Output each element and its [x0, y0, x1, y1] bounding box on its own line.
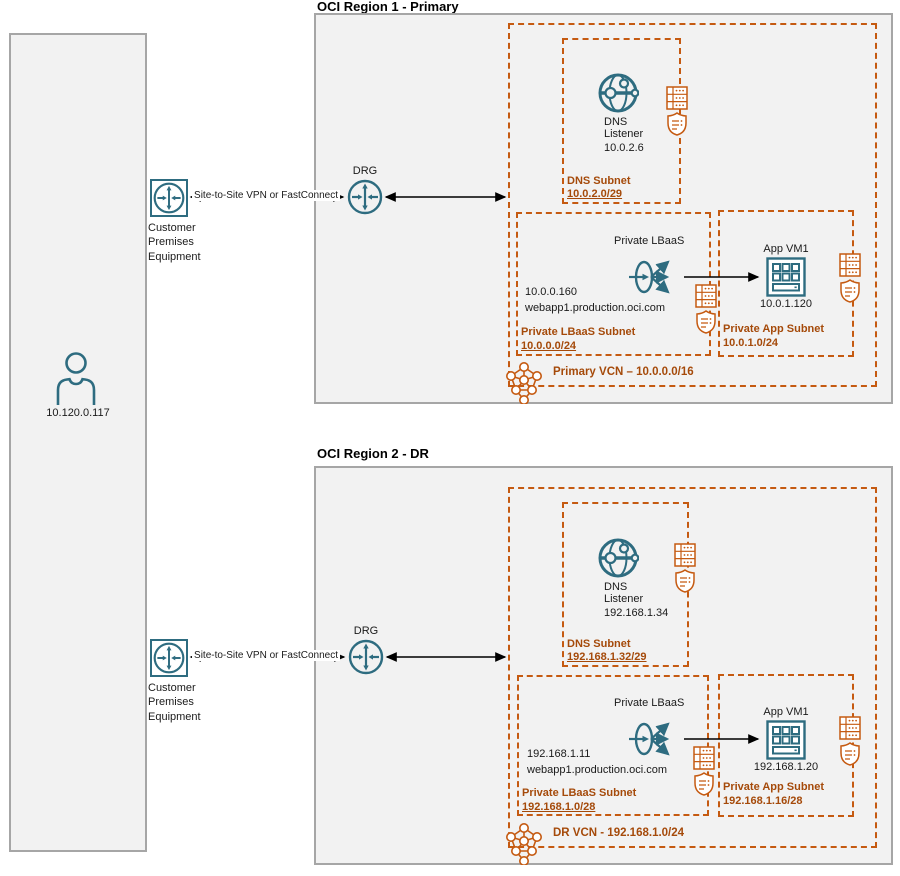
security-list-icon	[694, 772, 714, 796]
dns-listener-label-line2: Listener	[604, 593, 644, 605]
vcn-icon	[503, 362, 545, 404]
security-list-icon	[840, 279, 860, 303]
region1-vm-ip: 10.0.1.120	[760, 298, 812, 310]
route-table-icon	[695, 284, 717, 308]
region2-vcn-label: DR VCN - 192.168.1.0/24	[553, 827, 685, 839]
on-premises-network-box: 10.120.0.117	[9, 33, 147, 852]
security-list-icon	[840, 742, 860, 766]
dns-listener-ip: 10.0.2.6	[604, 142, 644, 154]
region2-app-subnet-name: Private App Subnet	[723, 781, 825, 793]
dns-listener-icon	[597, 537, 639, 579]
region2-dns-subnet-cidr: 192.168.1.32/29	[567, 651, 647, 663]
region1-dns-subnet-name: DNS Subnet	[567, 175, 631, 187]
drg-icon	[346, 178, 384, 216]
region1-box	[314, 13, 893, 404]
region1-lb-subnet-cidr: 10.0.0.0/24	[521, 340, 577, 352]
region2-lb-ip: 192.168.1.11	[527, 748, 591, 760]
region2-lb-subnet-name: Private LBaaS Subnet	[522, 787, 637, 799]
region1-lb-ip: 10.0.0.160	[525, 286, 577, 298]
drg-label: DRG	[352, 165, 378, 177]
region1-app-subnet-cidr: 10.0.1.0/24	[723, 337, 779, 349]
region2-lb-subnet-border	[517, 675, 709, 816]
dns-listener-label-line1: DNS	[604, 116, 628, 128]
region2-lb-fqdn: webapp1.production.oci.com	[527, 764, 668, 776]
region1-app-subnet-name: Private App Subnet	[723, 323, 825, 335]
region1-title: OCI Region 1 - Primary	[317, 0, 459, 14]
region2-app-subnet-cidr: 192.168.1.16/28	[723, 795, 803, 807]
drg-label: DRG	[353, 625, 379, 637]
route-table-icon	[839, 253, 861, 277]
cpe-label: Customer Premises Equipment	[148, 682, 201, 723]
user-icon	[50, 350, 102, 406]
security-list-icon	[696, 310, 716, 334]
route-table-icon	[674, 543, 696, 567]
drg-icon	[347, 638, 385, 676]
region2-lb-subnet-cidr: 192.168.1.0/28	[522, 801, 596, 813]
security-list-icon	[667, 112, 687, 136]
dns-listener-label-line2: Listener	[604, 128, 644, 140]
region1-lb-subnet-name: Private LBaaS Subnet	[521, 326, 636, 338]
region1-vcn-label: Primary VCN – 10.0.0.0/16	[553, 366, 694, 378]
cpe-icon	[150, 179, 188, 217]
region2-vcn-border	[508, 487, 877, 848]
vpn-link-label: Site-to-Site VPN or FastConnect	[192, 650, 340, 661]
region2-dns-subnet-name: DNS Subnet	[567, 638, 631, 650]
dns-listener-icon	[597, 72, 639, 114]
region1-dns-subnet-cidr: 10.0.2.0/29	[567, 188, 623, 200]
cpe-label: Customer Premises Equipment	[148, 222, 201, 263]
region1-lb-fqdn: webapp1.production.oci.com	[525, 302, 666, 314]
security-list-icon	[675, 569, 695, 593]
route-table-icon	[839, 716, 861, 740]
region2-vm-ip: 192.168.1.20	[753, 761, 819, 773]
dns-listener-ip: 192.168.1.34	[604, 607, 669, 619]
region1-lb-subnet-border	[516, 212, 711, 356]
cpe-icon	[150, 639, 188, 677]
route-table-icon	[693, 746, 715, 770]
region2-title: OCI Region 2 - DR	[317, 446, 429, 461]
compute-vm-icon	[766, 257, 806, 297]
load-balancer-icon	[628, 715, 682, 763]
compute-vm-icon	[766, 720, 806, 760]
user-ip-label: 10.120.0.117	[46, 407, 110, 419]
region1-vcn-border	[508, 23, 877, 387]
vpn-link-label: Site-to-Site VPN or FastConnect	[192, 190, 340, 201]
route-table-icon	[666, 86, 688, 110]
dns-listener-label-line1: DNS	[604, 581, 628, 593]
vcn-icon	[503, 823, 545, 865]
region1-vm-label: App VM1	[763, 243, 809, 255]
region2-lb-label: Private LBaaS	[614, 697, 685, 709]
region1-lb-label: Private LBaaS	[614, 235, 685, 247]
load-balancer-icon	[628, 253, 682, 301]
region2-vm-label: App VM1	[763, 706, 809, 718]
